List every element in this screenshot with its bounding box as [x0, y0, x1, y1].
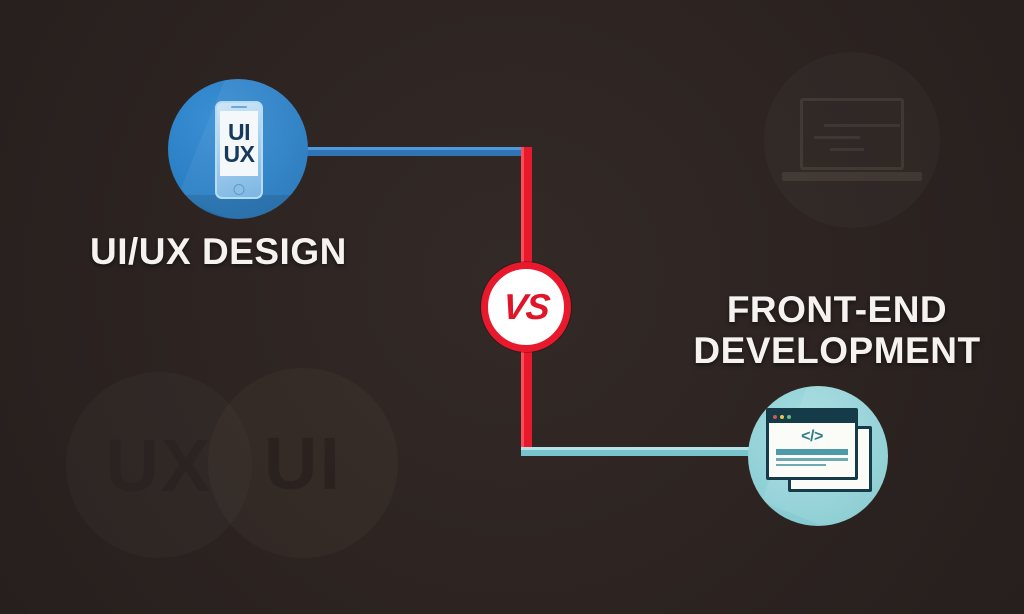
ui-ux-design-label: UI/UX DESIGN [90, 231, 347, 272]
content-bar-3 [776, 463, 826, 466]
browser-window-front: </> [766, 408, 858, 480]
browser-titlebar [769, 411, 855, 423]
ghost-ux-label: UX [105, 423, 213, 507]
vs-badge: VS [481, 262, 571, 352]
connector-top-blue [296, 147, 532, 156]
ghost-ui-circle: UI [208, 368, 398, 558]
ghost-laptop-line-3 [830, 148, 864, 151]
connector-bottom-teal [521, 447, 772, 456]
smartphone-icon: UI UX [215, 101, 263, 199]
ghost-ux-circle: UX [66, 372, 252, 558]
phone-screen-line-ui: UI [228, 119, 251, 146]
phone-home-button [233, 184, 245, 195]
maximize-dot-icon [787, 415, 791, 419]
content-bar-1 [776, 449, 848, 455]
phone-speaker [231, 106, 247, 108]
ghost-laptop-line-1 [824, 124, 900, 127]
front-end-development-label: FRONT-END DEVELOPMENT [693, 289, 981, 372]
minimize-dot-icon [780, 415, 784, 419]
front-end-development-node: </> [748, 386, 888, 526]
ui-ux-design-node: UI UX [168, 79, 308, 219]
ghost-laptop-icon [764, 52, 940, 228]
circle-inner-base [168, 195, 308, 219]
ghost-laptop-screen [800, 98, 904, 170]
code-tag-icon: </> [801, 428, 823, 445]
ghost-laptop-line-2 [814, 136, 860, 139]
ghost-laptop-base [782, 172, 922, 181]
close-dot-icon [773, 415, 777, 419]
ghost-ui-label: UI [264, 421, 342, 505]
content-bar-2 [776, 458, 848, 461]
phone-screen: UI UX [220, 111, 258, 176]
phone-screen-line-ux: UX [223, 140, 255, 167]
vs-badge-label: VS [500, 286, 552, 327]
